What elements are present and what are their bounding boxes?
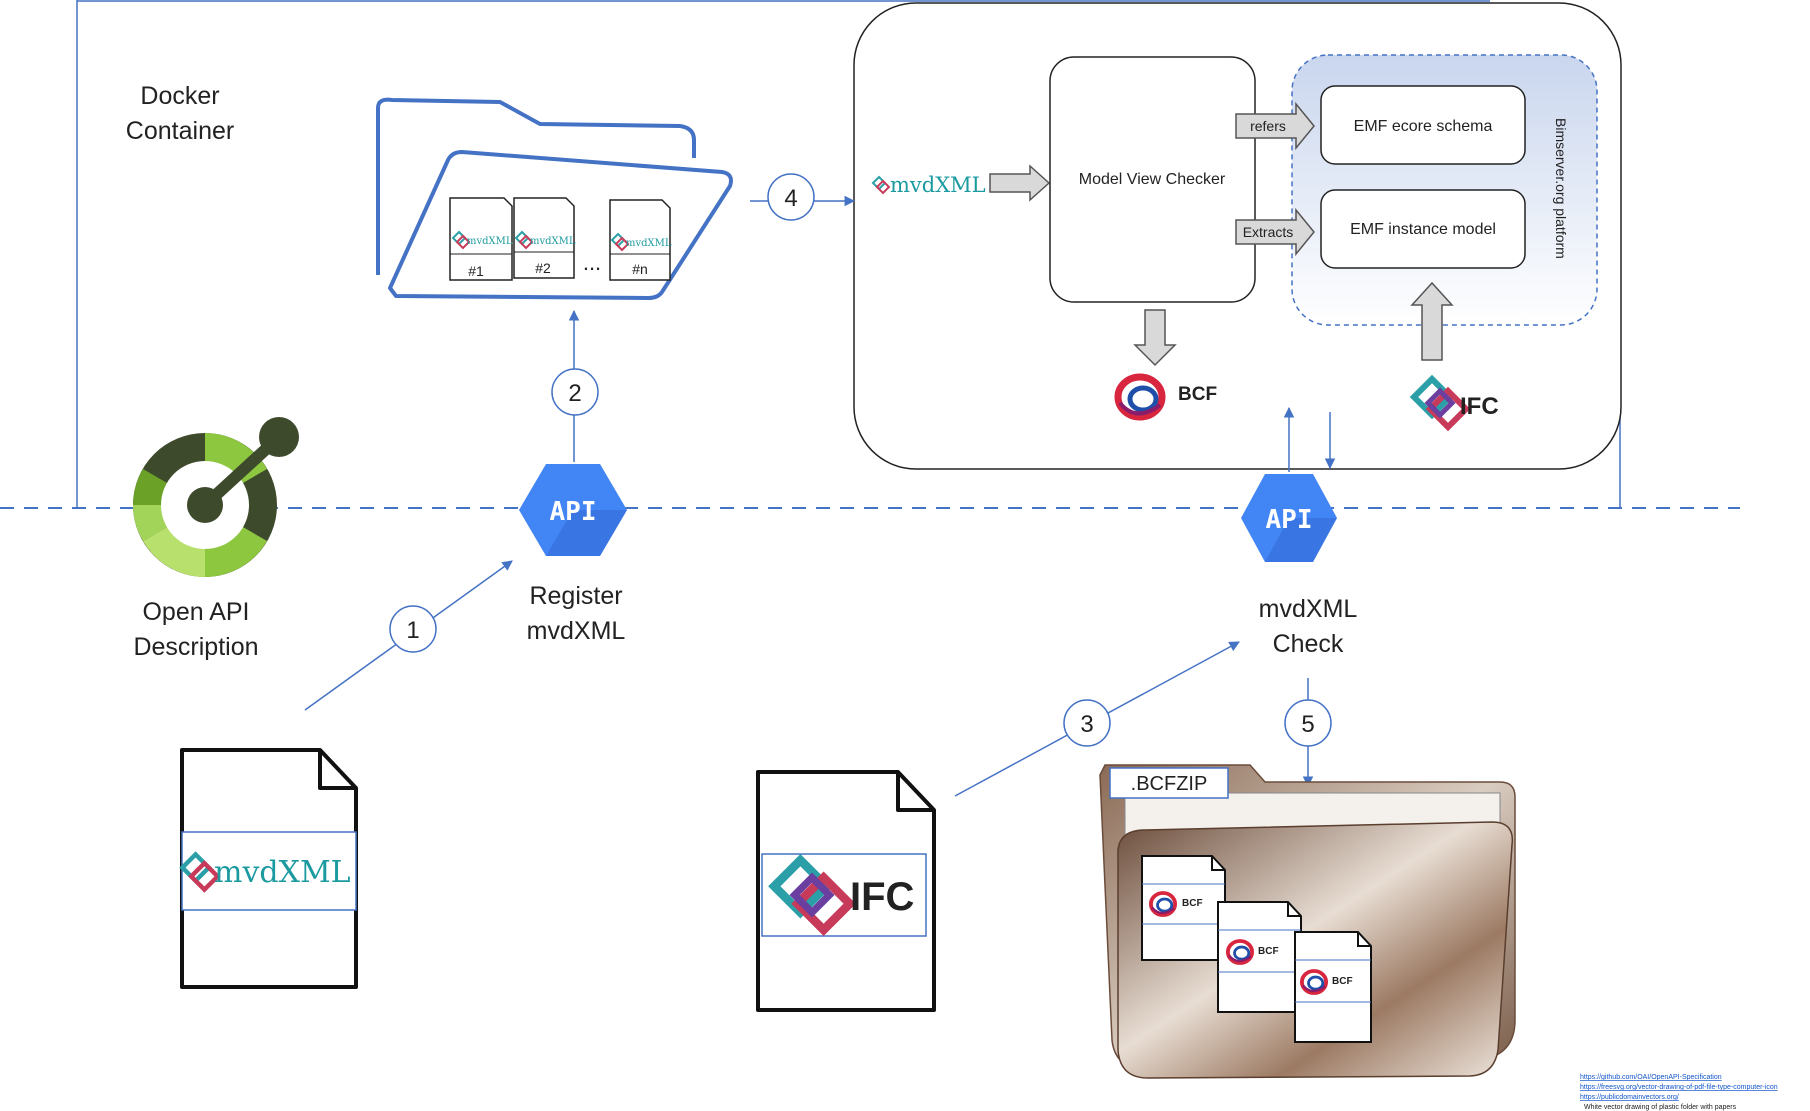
ifc-document: IFC [756, 770, 936, 1012]
repository-ellipsis: ... [583, 250, 601, 275]
checker-to-bcf-arrow [1133, 309, 1177, 367]
bcf-doc-3-label: BCF [1332, 976, 1353, 987]
bcfzip-tab [1109, 767, 1229, 799]
api-check-label-line2: Check [1273, 630, 1344, 658]
openapi-label-line1: Open API [142, 598, 249, 626]
step-2-marker: 2 [551, 368, 599, 416]
bcfzip-tab-label: .BCFZIP [1131, 773, 1208, 795]
repository-doc-2-logo: mvdXML [530, 236, 576, 247]
platform-ifc-label: IFC [1460, 393, 1499, 420]
openapi-logo [133, 417, 299, 577]
repository-doc-n-label: #n [632, 261, 648, 277]
repository-doc-n-logo: mvdXML [626, 238, 672, 249]
bcf-doc-2-label: BCF [1258, 946, 1279, 957]
step-3-marker: 3 [1063, 699, 1111, 747]
api-register-icon[interactable]: API [519, 464, 627, 556]
mvdxml-repository-folder [376, 97, 733, 300]
platform-bcf-label: BCF [1178, 384, 1217, 405]
bcf-doc-1-label: BCF [1182, 898, 1203, 909]
source-note: White vector drawing of plastic folder w… [1584, 1104, 1737, 1111]
step-2-number: 2 [568, 380, 581, 407]
bcf-doc-2: BCF [1217, 901, 1302, 1013]
repository-doc-1-logo: mvdXML [467, 236, 513, 247]
bcf-doc-3: BCF [1294, 931, 1372, 1043]
docker-label-line1: Docker [140, 82, 219, 110]
api-check-icon[interactable]: API [1241, 474, 1337, 562]
emf-instance-box [1320, 189, 1526, 269]
source-link-2[interactable]: https://freesvg.org/vector-drawing-of-pd… [1580, 1084, 1778, 1091]
refers-label: refers [1250, 118, 1286, 134]
source-credits: https://github.com/OAI/OpenAPI-Specifica… [1580, 1074, 1778, 1111]
extracts-label: Extracts [1243, 224, 1294, 240]
source-link-1[interactable]: https://github.com/OAI/OpenAPI-Specifica… [1580, 1074, 1722, 1081]
mvdxml-to-checker-arrow [989, 164, 1051, 202]
step-1-number: 1 [406, 617, 419, 644]
emf-schema-box [1320, 85, 1526, 165]
refers-arrow [1235, 101, 1315, 151]
bcf-doc-1: BCF [1141, 855, 1226, 961]
step-4-number: 4 [784, 185, 797, 212]
ifc-to-instance-arrow [1410, 281, 1454, 361]
bimserver-platform-label: Bimserver.org platform [1553, 118, 1569, 259]
openapi-label-line2: Description [133, 633, 258, 661]
api-register-icon-text: API [550, 497, 597, 527]
emf-instance-label: EMF instance model [1350, 221, 1496, 238]
api-register-label-line1: Register [529, 582, 622, 610]
emf-schema-label: EMF ecore schema [1354, 118, 1493, 135]
extracts-arrow [1235, 207, 1315, 257]
model-view-checker-box [1049, 56, 1256, 303]
repository-doc-2-label: #2 [535, 260, 551, 276]
repository-doc-n: mvdXML #n [609, 199, 672, 281]
mvdxml-doc-logo-text: mvdXML [214, 855, 351, 890]
model-view-checker-label: Model View Checker [1079, 171, 1226, 188]
step-3-number: 3 [1080, 711, 1093, 738]
step-4-marker: 4 [767, 173, 815, 221]
step-1-marker: 1 [389, 605, 437, 653]
api-register-label-line2: mvdXML [527, 617, 626, 645]
step-5-number: 5 [1301, 711, 1314, 738]
api-check-icon-text: API [1266, 505, 1313, 535]
docker-label-line2: Container [126, 117, 234, 145]
repository-doc-1: mvdXML #1 [449, 197, 513, 281]
source-link-3[interactable]: https://publicdomainvectors.org/ [1580, 1094, 1679, 1101]
mvdxml-document: mvdXML [180, 748, 358, 989]
ifc-doc-logo-text: IFC [850, 875, 914, 919]
platform-mvdxml-label: mvdXML [890, 173, 986, 197]
api-check-label-line1: mvdXML [1259, 595, 1358, 623]
step-5-marker: 5 [1284, 699, 1332, 747]
repository-doc-2: mvdXML #2 [513, 197, 576, 279]
repository-doc-1-label: #1 [468, 263, 484, 279]
